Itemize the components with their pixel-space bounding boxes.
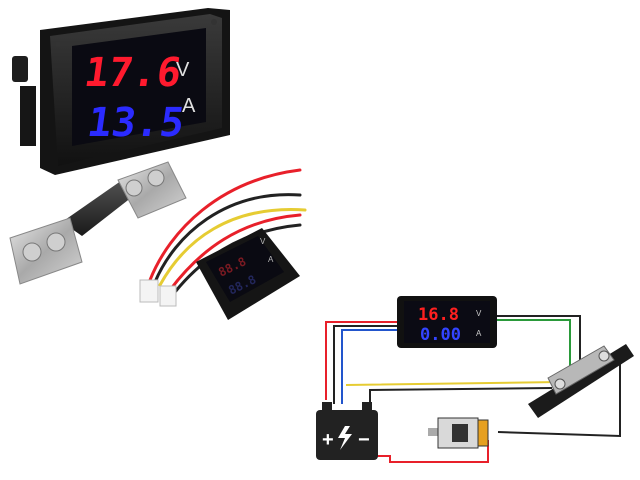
motor-window xyxy=(452,424,468,442)
terminal-bolt xyxy=(125,179,143,197)
battery-plus-label: + xyxy=(322,429,334,451)
terminal-bolt xyxy=(147,169,165,187)
shunt-bolt xyxy=(598,350,610,362)
main-meter-current-unit: A xyxy=(182,95,196,117)
small-meter-current-unit: A xyxy=(268,255,274,264)
screw-hole xyxy=(55,41,61,47)
battery-minus-label: − xyxy=(358,429,370,451)
diagram-meter-voltage-readout: 16.8 xyxy=(418,305,459,325)
battery-post-positive xyxy=(322,402,332,410)
screw-hole xyxy=(211,19,217,25)
wire-black xyxy=(333,325,398,404)
main-meter-current-readout: 13.5 xyxy=(84,100,187,146)
diagram-meter-current-readout: 0.00 xyxy=(420,325,461,345)
terminal-bolt xyxy=(22,242,42,262)
wire-black-battery xyxy=(369,387,553,410)
jst-connector xyxy=(159,285,177,307)
motor-shaft xyxy=(428,428,438,436)
motor-endcap xyxy=(477,419,489,447)
lightning-icon xyxy=(338,426,352,450)
battery-post-negative xyxy=(362,402,372,410)
wire-green xyxy=(496,319,571,380)
small-meter-photo: 88.8 88.8 V A xyxy=(196,228,300,320)
diagram-meter-voltage-unit: V xyxy=(476,309,482,318)
diagram-motor xyxy=(428,417,489,449)
terminal-bolt xyxy=(46,232,66,252)
meter-display-window xyxy=(72,28,206,146)
shunt-right-terminal xyxy=(117,161,187,219)
diagram-meter: 16.8 0.00 V A xyxy=(397,296,497,348)
wire-black-right xyxy=(496,315,581,360)
small-meter-voltage-unit: V xyxy=(260,237,266,246)
wire-red xyxy=(325,321,398,400)
wire-yellow xyxy=(345,380,576,386)
diagram-shunt xyxy=(528,344,634,418)
motor-body xyxy=(437,417,479,449)
main-meter-voltage-readout: 17.6 xyxy=(82,50,185,96)
main-meter-photo: 17.6 13.5 V A xyxy=(12,8,230,175)
small-meter-display xyxy=(206,236,284,302)
shunt-photo xyxy=(9,161,187,285)
diagram-meter-display xyxy=(404,301,490,343)
meter-clip-left xyxy=(20,86,36,146)
jst-connector xyxy=(139,279,159,303)
wire-black-motor xyxy=(497,364,621,438)
shunt-bolt xyxy=(554,378,566,390)
diagram-battery: + − xyxy=(316,402,378,460)
main-meter-voltage-unit: V xyxy=(176,59,190,81)
shunt-left-terminal xyxy=(9,217,83,285)
wire-blue xyxy=(341,329,398,404)
wire-red-motor xyxy=(358,440,489,463)
meter-clip-left-top xyxy=(12,56,28,82)
diagram-meter-current-unit: A xyxy=(476,329,482,338)
